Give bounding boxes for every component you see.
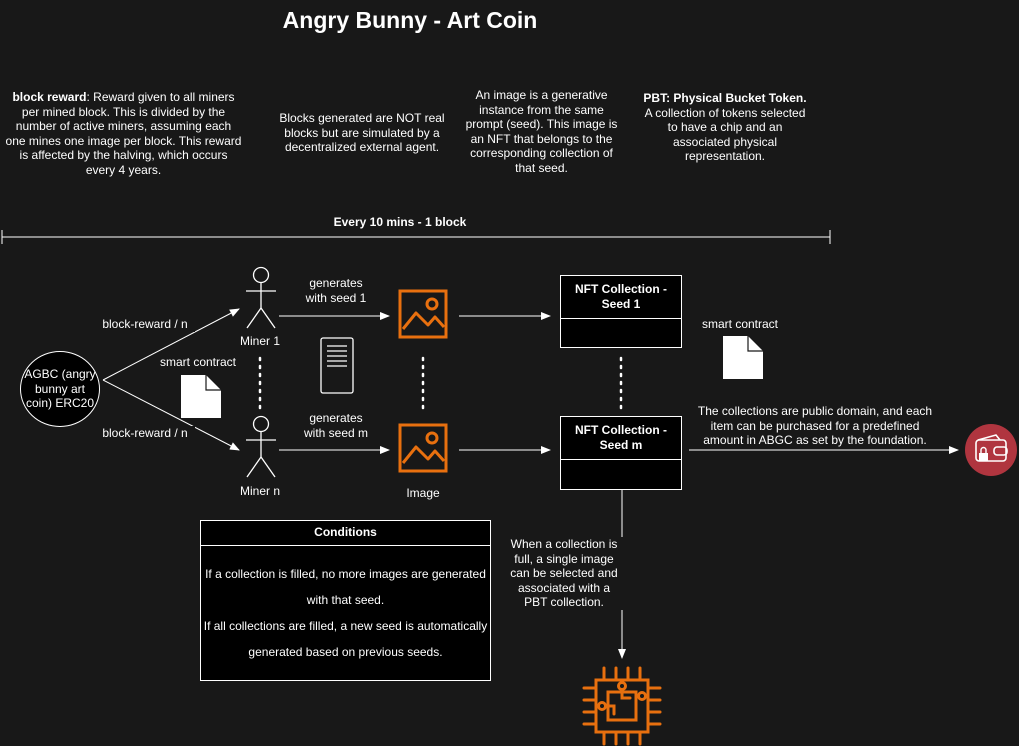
collection-bottom-box: NFT Collection - Seed m bbox=[560, 416, 682, 490]
pbt-text: A collection of tokens selected to have … bbox=[644, 105, 806, 164]
image-instance-note: An image is a generative instance from t… bbox=[465, 88, 618, 175]
collection-full-label: When a collection is full, a single imag… bbox=[505, 537, 623, 610]
token-label: AGBC (angry bunny art coin) ERC20 bbox=[24, 367, 96, 411]
conditions-title: Conditions bbox=[201, 521, 490, 546]
wallet-icon bbox=[965, 424, 1017, 476]
collection-bottom-title: NFT Collection - Seed m bbox=[561, 417, 681, 460]
generate-label-top: generates with seed 1 bbox=[305, 276, 367, 305]
conditions-box: Conditions If a collection is filled, no… bbox=[200, 520, 491, 681]
miner-top-person-icon bbox=[246, 266, 276, 329]
miner-bottom-person-icon bbox=[246, 415, 276, 478]
generate-label-bottom: generates with seed m bbox=[303, 411, 369, 440]
diagram-title: Angry Bunny - Art Coin bbox=[282, 7, 538, 33]
timeline-label: Every 10 mins - 1 block bbox=[333, 215, 467, 229]
conditions-body: If a collection is filled, no more image… bbox=[201, 546, 490, 665]
smart-contract-right-document-icon bbox=[723, 336, 763, 379]
reward-arrow-bottom bbox=[102, 379, 240, 451]
server-icon bbox=[320, 337, 354, 394]
block-reward-term: block reward bbox=[12, 90, 87, 104]
smart-contract-left-document-icon bbox=[181, 375, 221, 418]
reward-arrow-top bbox=[102, 308, 240, 381]
blocks-simulated-note: Blocks generated are NOT real blocks but… bbox=[279, 111, 445, 154]
reward-label-bottom: block-reward / n bbox=[95, 426, 195, 441]
condition-rule-2: If all collections are filled, a new see… bbox=[203, 619, 488, 659]
pbt-note: PBT: Physical Bucket Token. A collection… bbox=[640, 91, 810, 164]
smart-contract-label-left: smart contract bbox=[159, 355, 237, 369]
pbt-term: PBT: Physical Bucket Token. bbox=[643, 91, 807, 105]
miner-bottom-label: Miner n bbox=[239, 484, 280, 498]
image-top-icon bbox=[398, 289, 448, 339]
smart-contract-label-right: smart contract bbox=[701, 317, 779, 331]
miner-top-label: Miner 1 bbox=[239, 334, 280, 348]
image-label: Image bbox=[406, 486, 440, 500]
block-reward-text: : Reward given to all miners per mined b… bbox=[5, 90, 242, 177]
chip-icon bbox=[582, 666, 662, 746]
public-domain-label: The collections are public domain, and e… bbox=[690, 404, 940, 448]
collection-top-title: NFT Collection - Seed 1 bbox=[561, 276, 681, 319]
collection-top-box: NFT Collection - Seed 1 bbox=[560, 275, 682, 348]
condition-rule-1: If a collection is filled, no more image… bbox=[205, 567, 486, 607]
token-node: AGBC (angry bunny art coin) ERC20 bbox=[20, 351, 100, 427]
image-bottom-icon bbox=[398, 423, 448, 473]
block-reward-note: block reward: Reward given to all miners… bbox=[5, 90, 242, 177]
reward-label-top: block-reward / n bbox=[95, 317, 195, 332]
